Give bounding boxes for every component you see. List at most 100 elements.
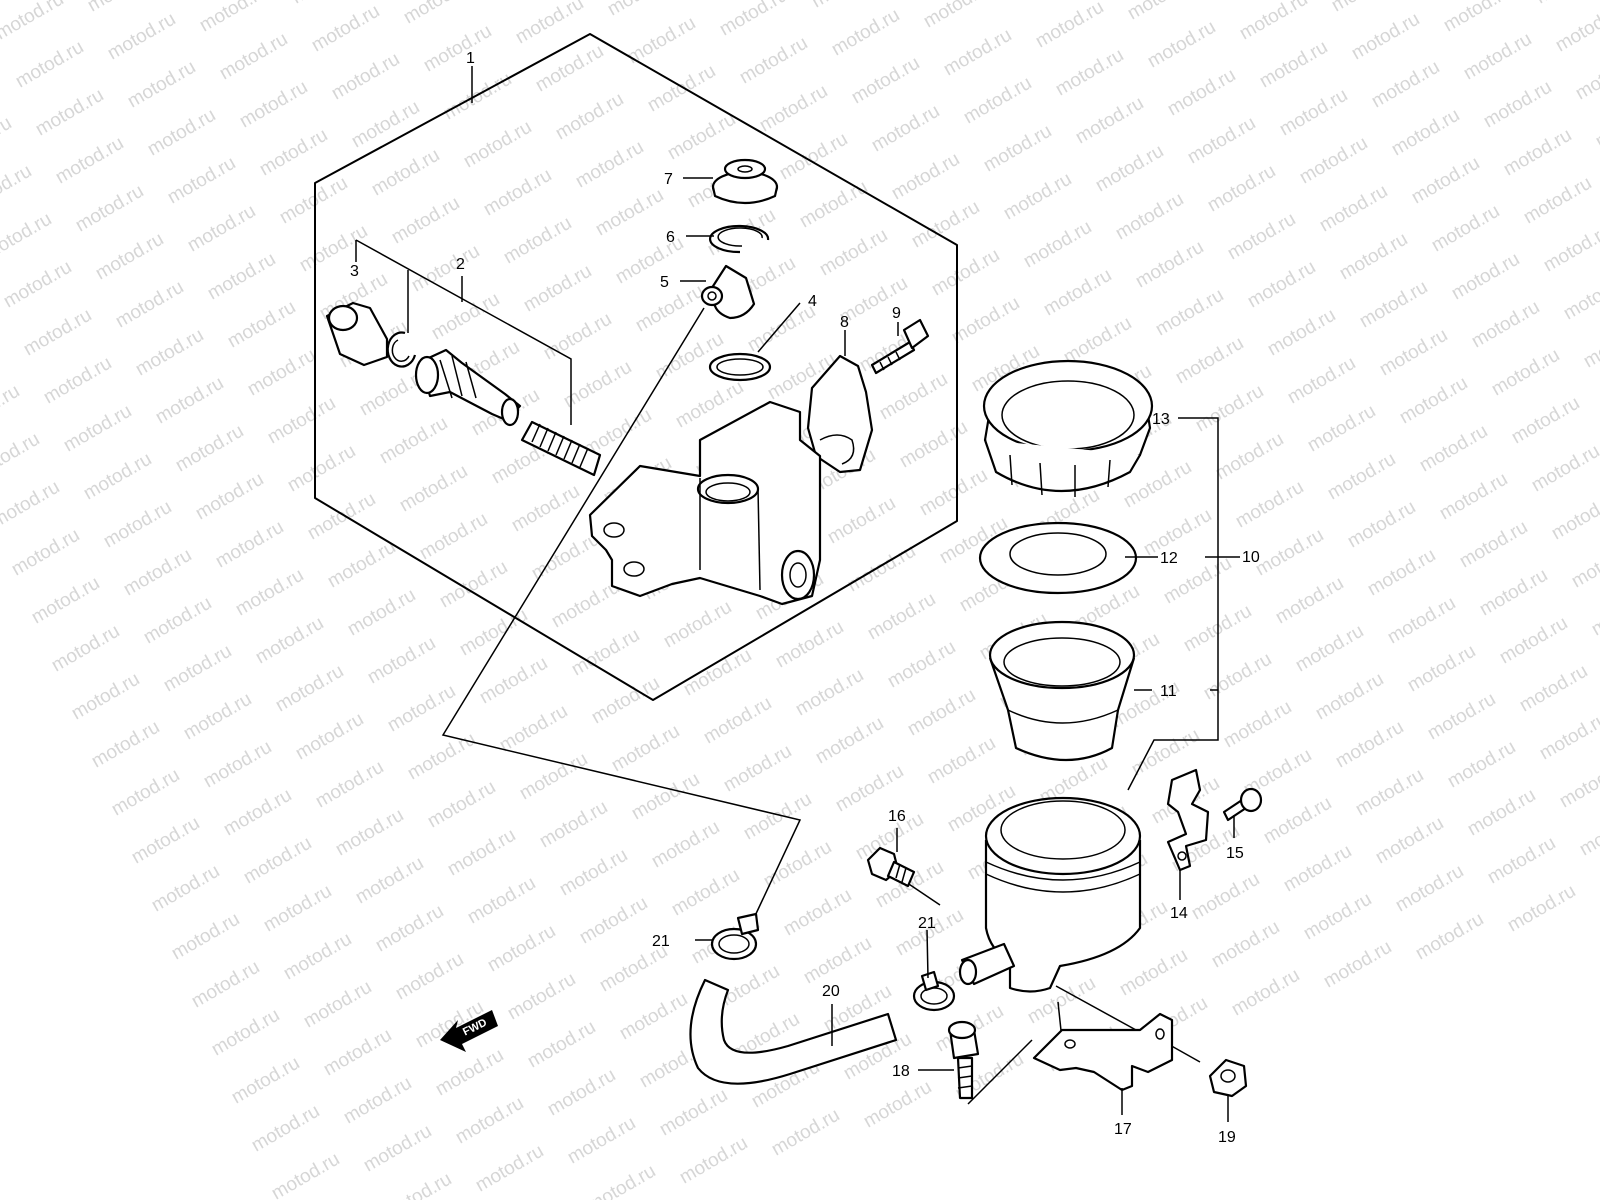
watermark-text: motod.ru <box>272 661 347 717</box>
callout-6: 6 <box>666 229 675 246</box>
watermark-text: motod.ru <box>736 33 811 89</box>
watermark-text: motod.ru <box>208 1005 283 1061</box>
callout-2: 2 <box>456 256 465 273</box>
o-ring <box>708 352 772 382</box>
watermark-text: motod.ru <box>252 613 327 669</box>
clamp-bolt <box>870 318 930 375</box>
watermark-text: motod.ru <box>740 789 815 845</box>
watermark-text: motod.ru <box>1364 545 1439 601</box>
watermark-text: motod.ru <box>608 721 683 777</box>
assembly-boundary <box>314 33 958 701</box>
watermark-text: motod.ru <box>1000 169 1075 225</box>
watermark-text: motod.ru <box>816 225 891 281</box>
watermark-text: motod.ru <box>780 885 855 941</box>
watermark-text: motod.ru <box>1232 477 1307 533</box>
watermark-text: motod.ru <box>532 41 607 97</box>
watermark-text: motod.ru <box>1312 669 1387 725</box>
callout-17: 17 <box>1114 1121 1132 1138</box>
watermark-text: motod.ru <box>324 537 399 593</box>
watermark-text: motod.ru <box>756 81 831 137</box>
circlip <box>386 331 417 368</box>
watermark-text: motod.ru <box>1188 869 1263 925</box>
watermark-text: motod.ru <box>524 1017 599 1073</box>
hose-route-lines <box>441 307 1201 1105</box>
watermark-text: motod.ru <box>464 873 539 929</box>
hose-clip-upper <box>710 912 760 961</box>
watermark-text: motod.ru <box>148 861 223 917</box>
reservoir-bracket <box>1166 768 1210 872</box>
watermark-text: motod.ru <box>380 1169 455 1200</box>
watermark-text: motod.ru <box>344 585 419 641</box>
watermark-text: motod.ru <box>812 713 887 769</box>
watermark-text: motod.ru <box>480 165 555 221</box>
watermark-text: motod.ru <box>552 89 627 145</box>
watermark-text: motod.ru <box>556 845 631 901</box>
watermark-text: motod.ru <box>228 1053 303 1109</box>
watermark-text: motod.ru <box>1324 449 1399 505</box>
watermark-text: motod.ru <box>1328 0 1403 16</box>
watermark-text: motod.ru <box>1424 689 1499 745</box>
watermark-text: motod.ru <box>256 125 331 181</box>
watermark-text: motod.ru <box>1580 317 1600 373</box>
watermark-text: motod.ru <box>1436 469 1511 525</box>
watermark-text: motod.ru <box>1252 525 1327 581</box>
watermark-text: motod.ru <box>1388 105 1463 161</box>
watermark-text: motod.ru <box>108 765 183 821</box>
watermark-text: motod.ru <box>1320 937 1395 993</box>
watermark-text: motod.ru <box>720 741 795 797</box>
watermark-text: motod.ru <box>1592 97 1600 153</box>
watermark-text: motod.ru <box>604 0 679 20</box>
callout-19: 19 <box>1218 1129 1236 1146</box>
watermark-text: motod.ru <box>792 665 867 721</box>
watermark-text: motod.ru <box>668 865 743 921</box>
watermark-text: motod.ru <box>1184 113 1259 169</box>
watermark-text: motod.ru <box>1568 537 1600 593</box>
watermark-text: motod.ru <box>400 0 475 28</box>
watermark-text: motod.ru <box>360 1121 435 1177</box>
watermark-text: motod.ru <box>100 497 175 553</box>
watermark-text: motod.ru <box>1404 641 1479 697</box>
watermark-text: motod.ru <box>0 0 67 44</box>
watermark-text: motod.ru <box>276 173 351 229</box>
watermark-text: motod.ru <box>340 1073 415 1129</box>
watermark-text: motod.ru <box>188 957 263 1013</box>
watermark-text: motod.ru <box>1480 77 1555 133</box>
watermark-text: motod.ru <box>1376 325 1451 381</box>
watermark-text: motod.ru <box>212 517 287 573</box>
watermark-text: motod.ru <box>428 289 503 345</box>
callout-3: 3 <box>350 263 359 280</box>
watermark-text: motod.ru <box>1384 593 1459 649</box>
watermark-text: motod.ru <box>432 1045 507 1101</box>
watermark-text: motod.ru <box>1408 153 1483 209</box>
watermark-text: motod.ru <box>760 837 835 893</box>
watermark-text: motod.ru <box>260 881 335 937</box>
callout-16: 16 <box>888 808 906 825</box>
piston-kit-bracket <box>355 239 572 425</box>
watermark-text: motod.ru <box>1528 441 1600 497</box>
watermark-text: motod.ru <box>328 49 403 105</box>
watermark-text: motod.ru <box>1536 709 1600 765</box>
watermark-text: motod.ru <box>0 429 43 485</box>
watermark-text: motod.ru <box>1488 345 1563 401</box>
watermark-text: motod.ru <box>416 509 491 565</box>
spring <box>520 420 602 477</box>
watermark-text: motod.ru <box>1284 353 1359 409</box>
watermark-text: motod.ru <box>632 281 707 337</box>
watermark-text: motod.ru <box>476 653 551 709</box>
watermark-text: motod.ru <box>0 381 23 437</box>
watermark-text: motod.ru <box>408 241 483 297</box>
watermark-text: motod.ru <box>1576 805 1600 861</box>
watermark-text: motod.ru <box>1460 29 1535 85</box>
watermark-text: motod.ru <box>1236 0 1311 44</box>
watermark-text: motod.ru <box>180 689 255 745</box>
watermark-text: motod.ru <box>616 989 691 1045</box>
watermark-text: motod.ru <box>444 825 519 881</box>
watermark-text: motod.ru <box>772 617 847 673</box>
watermark-text: motod.ru <box>184 201 259 257</box>
watermark-text: motod.ru <box>308 1 383 57</box>
watermark-text: motod.ru <box>1092 141 1167 197</box>
watermark-text: motod.ru <box>496 701 571 757</box>
watermark-text: motod.ru <box>84 0 159 16</box>
watermark-text: motod.ru <box>592 185 667 241</box>
hose-clip-lower <box>912 970 956 1012</box>
